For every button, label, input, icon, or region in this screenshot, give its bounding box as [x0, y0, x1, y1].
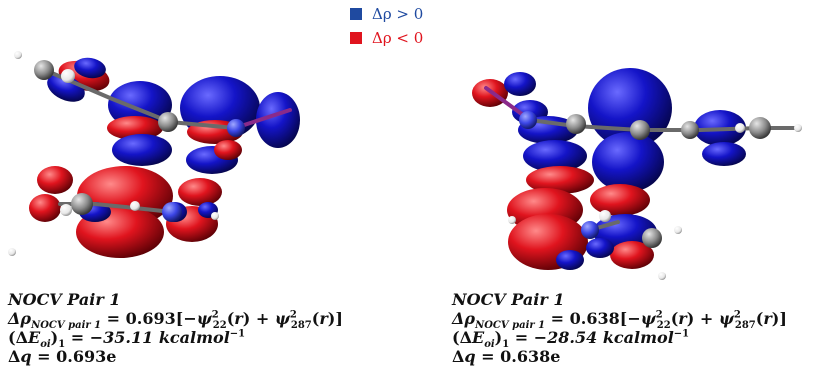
carbon-atom [681, 121, 699, 139]
carbon-atom [630, 120, 650, 140]
negative-lobe [37, 166, 73, 194]
legend-item-negative: Δρ < 0 [350, 28, 423, 48]
hydrogen-atom [61, 69, 75, 83]
carbon-atom [34, 60, 54, 80]
hydrogen-atom [735, 123, 745, 133]
caption-title: NOCV Pair 1 [8, 290, 121, 309]
carbon-atom [642, 228, 662, 248]
negative-lobe [590, 184, 650, 216]
caption-delta-rho: ΔρNOCV pair 1 = 0.693[−ψ222(r) + ψ2287(r… [8, 309, 343, 332]
negative-lobe [214, 140, 242, 160]
hydrogen-atom [599, 210, 611, 222]
caption-delta-e: (ΔEoi)1 = −35.11 kcalmol−1 [8, 328, 246, 351]
bond [66, 78, 112, 100]
legend-swatch-positive [350, 8, 362, 20]
hydrogen-atom [60, 204, 72, 216]
hydrogen-atom [658, 272, 666, 280]
orbital-rendering [8, 51, 802, 280]
positive-lobe [256, 92, 300, 148]
carbon-atom [158, 112, 178, 132]
molecule-right [472, 68, 802, 280]
negative-lobe [107, 116, 163, 140]
positive-lobe [702, 142, 746, 166]
hydrogen-atom [674, 226, 682, 234]
positive-lobe [112, 134, 172, 166]
caption-delta-q: Δq = 0.693e [8, 347, 117, 366]
nitrogen-atom [519, 111, 537, 129]
hydrogen-atom [508, 216, 516, 224]
hydrogen-atom [14, 51, 22, 59]
caption-left: NOCV Pair 1 ΔρNOCV pair 1 = 0.693[−ψ222(… [8, 290, 343, 366]
positive-lobe [523, 140, 587, 172]
positive-lobe [504, 72, 536, 96]
hydrogen-atom [130, 201, 140, 211]
caption-delta-e: (ΔEoi)1 = −28.54 kcalmol−1 [452, 328, 690, 351]
negative-lobe [178, 178, 222, 206]
positive-lobe [592, 132, 664, 192]
legend-item-positive: Δρ > 0 [350, 4, 423, 24]
negative-lobe [610, 241, 654, 269]
bond [168, 120, 237, 130]
positive-lobe [74, 57, 106, 79]
negative-lobe [29, 194, 61, 222]
hydrogen-atom [8, 248, 16, 256]
positive-lobe [586, 238, 614, 258]
hydrogen-atom [211, 212, 219, 220]
nitrogen-atom [581, 221, 599, 239]
legend-swatch-negative [350, 32, 362, 44]
legend-label-negative: Δρ < 0 [372, 29, 424, 47]
positive-lobe [556, 250, 584, 270]
nitrogen-atom [162, 202, 182, 222]
carbon-atom [749, 117, 771, 139]
carbon-atom [566, 114, 586, 134]
bond [93, 202, 137, 210]
caption-delta-q: Δq = 0.638e [452, 347, 561, 366]
negative-lobe [526, 166, 594, 194]
bond [573, 124, 642, 132]
hydrogen-atom [794, 124, 802, 132]
carbon-atom [71, 193, 93, 215]
molecule-left [8, 51, 300, 258]
nitrogen-atom [227, 119, 245, 137]
caption-delta-rho: ΔρNOCV pair 1 = 0.638[−ψ222(r) + ψ2287(r… [452, 309, 787, 332]
legend-label-positive: Δρ > 0 [372, 5, 424, 23]
caption-title: NOCV Pair 1 [452, 290, 565, 309]
caption-right: NOCV Pair 1 ΔρNOCV pair 1 = 0.638[−ψ222(… [452, 290, 787, 366]
